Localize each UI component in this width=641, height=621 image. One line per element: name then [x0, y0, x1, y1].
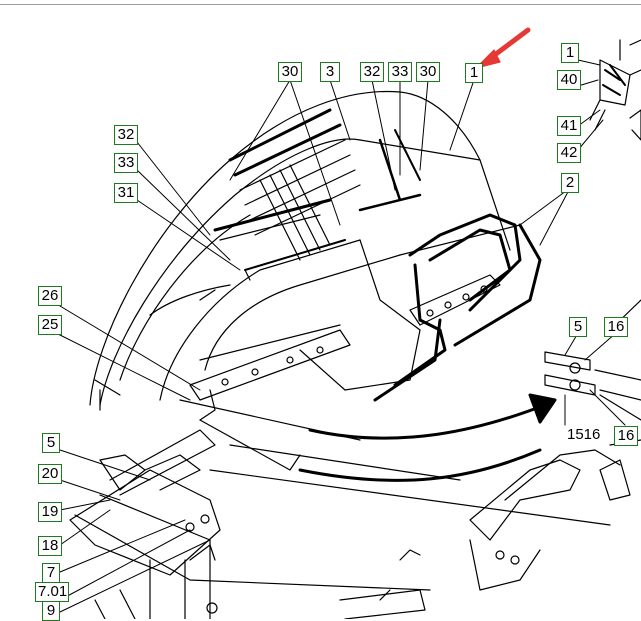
callout-3: 3 — [320, 62, 340, 82]
callout-33: 33 — [388, 62, 412, 82]
callout-2: 2 — [561, 173, 579, 193]
callout-1: 1 — [561, 43, 579, 63]
callout-30: 30 — [416, 62, 440, 82]
curved-arrow-icon — [298, 393, 557, 482]
top-right-detail — [589, 39, 641, 141]
callout-32: 32 — [114, 125, 138, 145]
callout-19: 19 — [38, 502, 62, 522]
callout-32: 32 — [360, 62, 384, 82]
callout-16: 16 — [614, 426, 638, 446]
right-bracket — [379, 439, 641, 601]
red-arrow-icon — [475, 27, 531, 69]
callout-25: 25 — [38, 315, 62, 335]
callout-1: 1 — [465, 63, 483, 83]
callout-16: 16 — [604, 317, 628, 337]
callout-26: 26 — [38, 286, 62, 306]
callout-41: 41 — [557, 116, 581, 136]
slotted-bracket — [409, 274, 501, 326]
callout-5: 5 — [569, 317, 587, 337]
callout-40: 40 — [557, 70, 581, 90]
callout-9: 9 — [42, 601, 60, 621]
callout-5: 5 — [42, 433, 60, 453]
callout-31: 31 — [114, 183, 138, 203]
callout-20: 20 — [38, 464, 62, 484]
side-panels — [373, 213, 542, 402]
callout-33: 33 — [114, 153, 138, 173]
callout-30: 30 — [278, 62, 302, 82]
lower-frame — [69, 429, 611, 619]
callout-7: 7 — [42, 563, 60, 583]
callout-18: 18 — [38, 536, 62, 556]
leader-lines — [49, 59, 626, 613]
callout-42: 42 — [557, 143, 581, 163]
label-1516: 1516 — [567, 426, 601, 443]
top-divider — [0, 4, 641, 5]
callout-7-01: 7.01 — [35, 582, 69, 602]
